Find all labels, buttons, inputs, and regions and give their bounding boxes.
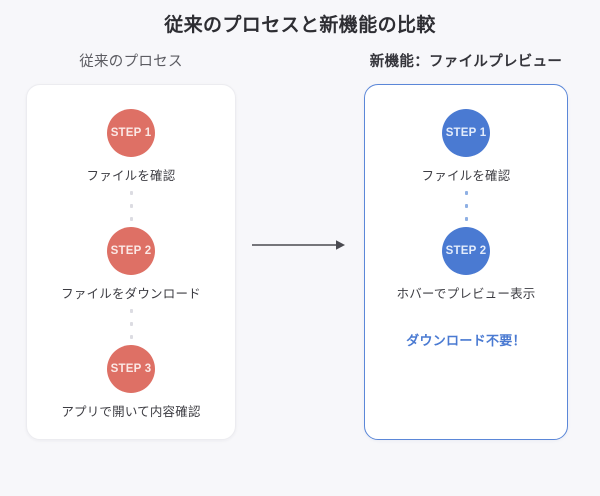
legacy-process-panel: STEP 1 ファイルを確認 STEP 2 ファイルをダウンロード STEP 3… xyxy=(26,84,236,440)
step-label: アプリで開いて内容確認 xyxy=(61,405,201,419)
arrow-right-icon xyxy=(252,238,346,252)
step-label: ファイルをダウンロード xyxy=(61,287,201,301)
step-badge: STEP 3 xyxy=(106,345,155,393)
highlight-note: ダウンロード不要！ xyxy=(406,333,526,348)
step-badge: STEP 1 xyxy=(107,109,155,157)
step-label: ファイルを確認 xyxy=(86,169,176,183)
step-badge: STEP 2 xyxy=(106,227,155,275)
legacy-column-header: 従来のプロセス xyxy=(79,54,183,70)
feature-step-2: STEP 2 ホバーでプレビュー表示 xyxy=(397,227,536,302)
dotted-connector-icon xyxy=(464,191,468,221)
step-label: ホバーでプレビュー表示 xyxy=(396,287,536,301)
legacy-step-1: STEP 1 ファイルを確認 xyxy=(87,109,176,184)
feature-step-flow: STEP 1 ファイルを確認 STEP 2 ホバーでプレビュー表示 ダウンロード… xyxy=(365,85,567,439)
feature-preview-panel: STEP 1 ファイルを確認 STEP 2 ホバーでプレビュー表示 ダウンロード… xyxy=(364,84,568,440)
step-badge: STEP 1 xyxy=(442,109,490,157)
legacy-step-3: STEP 3 アプリで開いて内容確認 xyxy=(61,345,200,420)
dotted-connector-icon xyxy=(129,309,133,339)
step-label: ファイルを確認 xyxy=(421,169,511,183)
feature-column-header: 新機能：ファイルプレビュー xyxy=(369,54,563,70)
feature-step-1: STEP 1 ファイルを確認 xyxy=(422,109,511,184)
step-badge: STEP 2 xyxy=(441,227,490,275)
dotted-connector-icon xyxy=(129,191,133,221)
legacy-step-flow: STEP 1 ファイルを確認 STEP 2 ファイルをダウンロード STEP 3… xyxy=(27,85,235,439)
page-title: 従来のプロセスと新機能の比較 xyxy=(164,15,436,36)
legacy-step-2: STEP 2 ファイルをダウンロード xyxy=(61,227,201,302)
